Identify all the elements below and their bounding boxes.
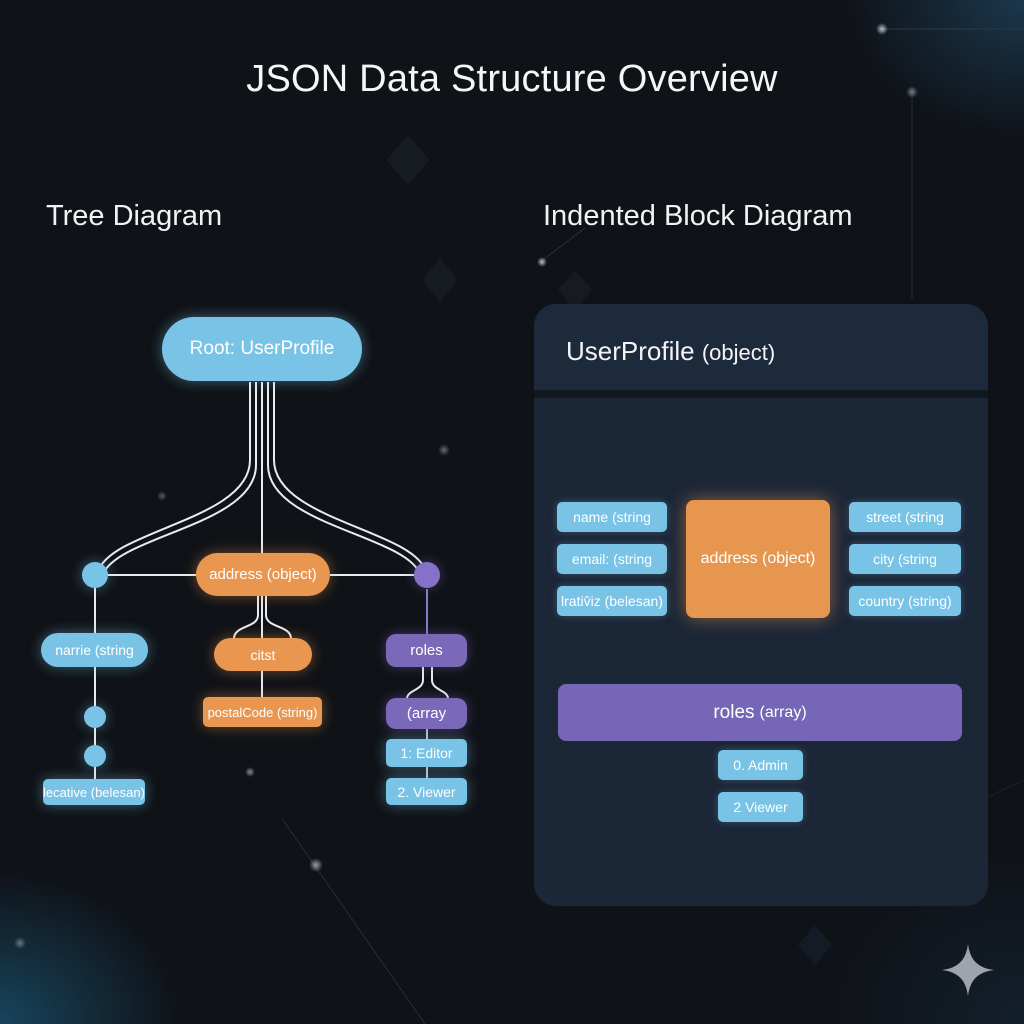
block-role-item-viewer[interactable]: 2 Viewer [718, 792, 803, 822]
roles-type: (array) [759, 703, 807, 721]
block-field-city[interactable]: city (string [849, 544, 961, 574]
panel-header-type: (object) [701, 340, 776, 365]
connector-line [406, 667, 424, 699]
panel-header-name: UserProfile [566, 336, 695, 366]
tree-connectors [94, 382, 449, 780]
panel-divider [534, 390, 988, 398]
tree-node-address[interactable]: address (object) [196, 553, 330, 596]
block-field-email[interactable]: email: (string [557, 544, 667, 574]
tree-junction-dot [84, 745, 106, 767]
tree-junction-dot [84, 706, 106, 728]
tree-node-postal-code[interactable]: postalCode (string) [203, 697, 322, 727]
tree-node-viewer[interactable]: 2. Viewer [386, 778, 467, 805]
tree-node-name[interactable]: narrie (string [41, 633, 148, 667]
block-field-boolean[interactable]: lrativ̂iz (belesan) [557, 586, 667, 616]
four-point-star-icon [942, 944, 994, 996]
connector-line [431, 667, 449, 699]
page-title: JSON Data Structure Overview [246, 58, 778, 100]
block-role-item-admin[interactable]: 0. Admin [718, 750, 803, 780]
block-field-street[interactable]: street (string [849, 502, 961, 532]
tree-node-boolean[interactable]: lecative (belesan) [43, 779, 145, 805]
block-field-country[interactable]: country (string) [849, 586, 961, 616]
block-diagram-title: Indented Block Diagram [543, 200, 853, 232]
panel-header-title: UserProfile (object) [566, 336, 775, 367]
tree-node-editor[interactable]: 1: Editor [386, 739, 467, 767]
connector-line [273, 382, 427, 573]
block-address-object[interactable]: address (object) [686, 500, 830, 618]
panel-header: UserProfile (object) [534, 304, 988, 390]
tree-junction-dot [414, 562, 440, 588]
tree-node-city[interactable]: citst [214, 638, 312, 671]
roles-name: roles [713, 701, 755, 723]
block-roles-array[interactable]: roles (array) [558, 684, 962, 741]
connector-line [233, 596, 259, 639]
connector-line [97, 382, 251, 573]
block-field-name[interactable]: name (string [557, 502, 667, 532]
tree-node-roles[interactable]: roles [386, 634, 467, 667]
tree-junction-dot [82, 562, 108, 588]
tree-node-array[interactable]: (array [386, 698, 467, 729]
block-diagram-panel: UserProfile (object) name (string email:… [534, 304, 988, 906]
tree-diagram-title: Tree Diagram [46, 200, 223, 232]
connector-line [102, 382, 257, 575]
tree-node-root[interactable]: Root: UserProfile [162, 317, 362, 381]
connector-line [265, 596, 292, 639]
connector-line [267, 382, 421, 575]
